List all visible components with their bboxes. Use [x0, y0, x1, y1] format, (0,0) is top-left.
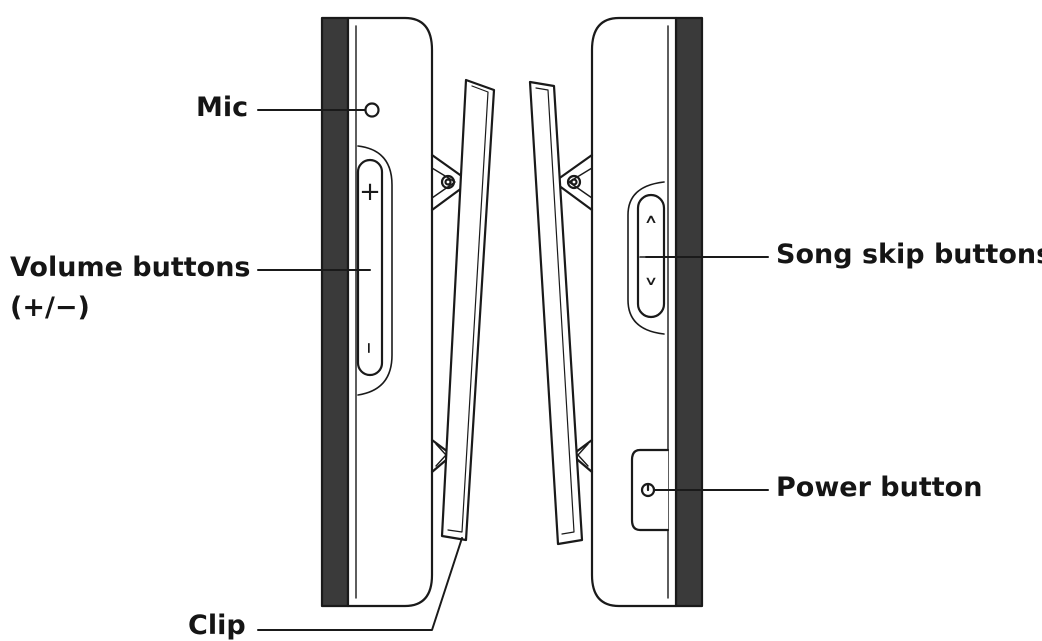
clip-label: Clip	[188, 610, 246, 641]
volume-buttons-sub-label: (+/−)	[10, 292, 90, 323]
song-skip-buttons-label: Song skip buttons	[776, 239, 1042, 270]
volume-plus-glyph: +	[359, 177, 381, 207]
clip-leader-line	[257, 537, 463, 631]
volume-button-bezel	[356, 145, 393, 396]
right-clip	[528, 80, 584, 546]
skip-down-glyph: ˅	[644, 275, 659, 310]
power-button-label: Power button	[776, 472, 983, 503]
volume-buttons-label: Volume buttons	[10, 252, 251, 283]
skip-up-glyph: ˄	[644, 213, 659, 248]
left-clip	[440, 78, 496, 542]
volume-minus-glyph: –	[356, 342, 384, 354]
mic-label: Mic	[196, 92, 249, 123]
